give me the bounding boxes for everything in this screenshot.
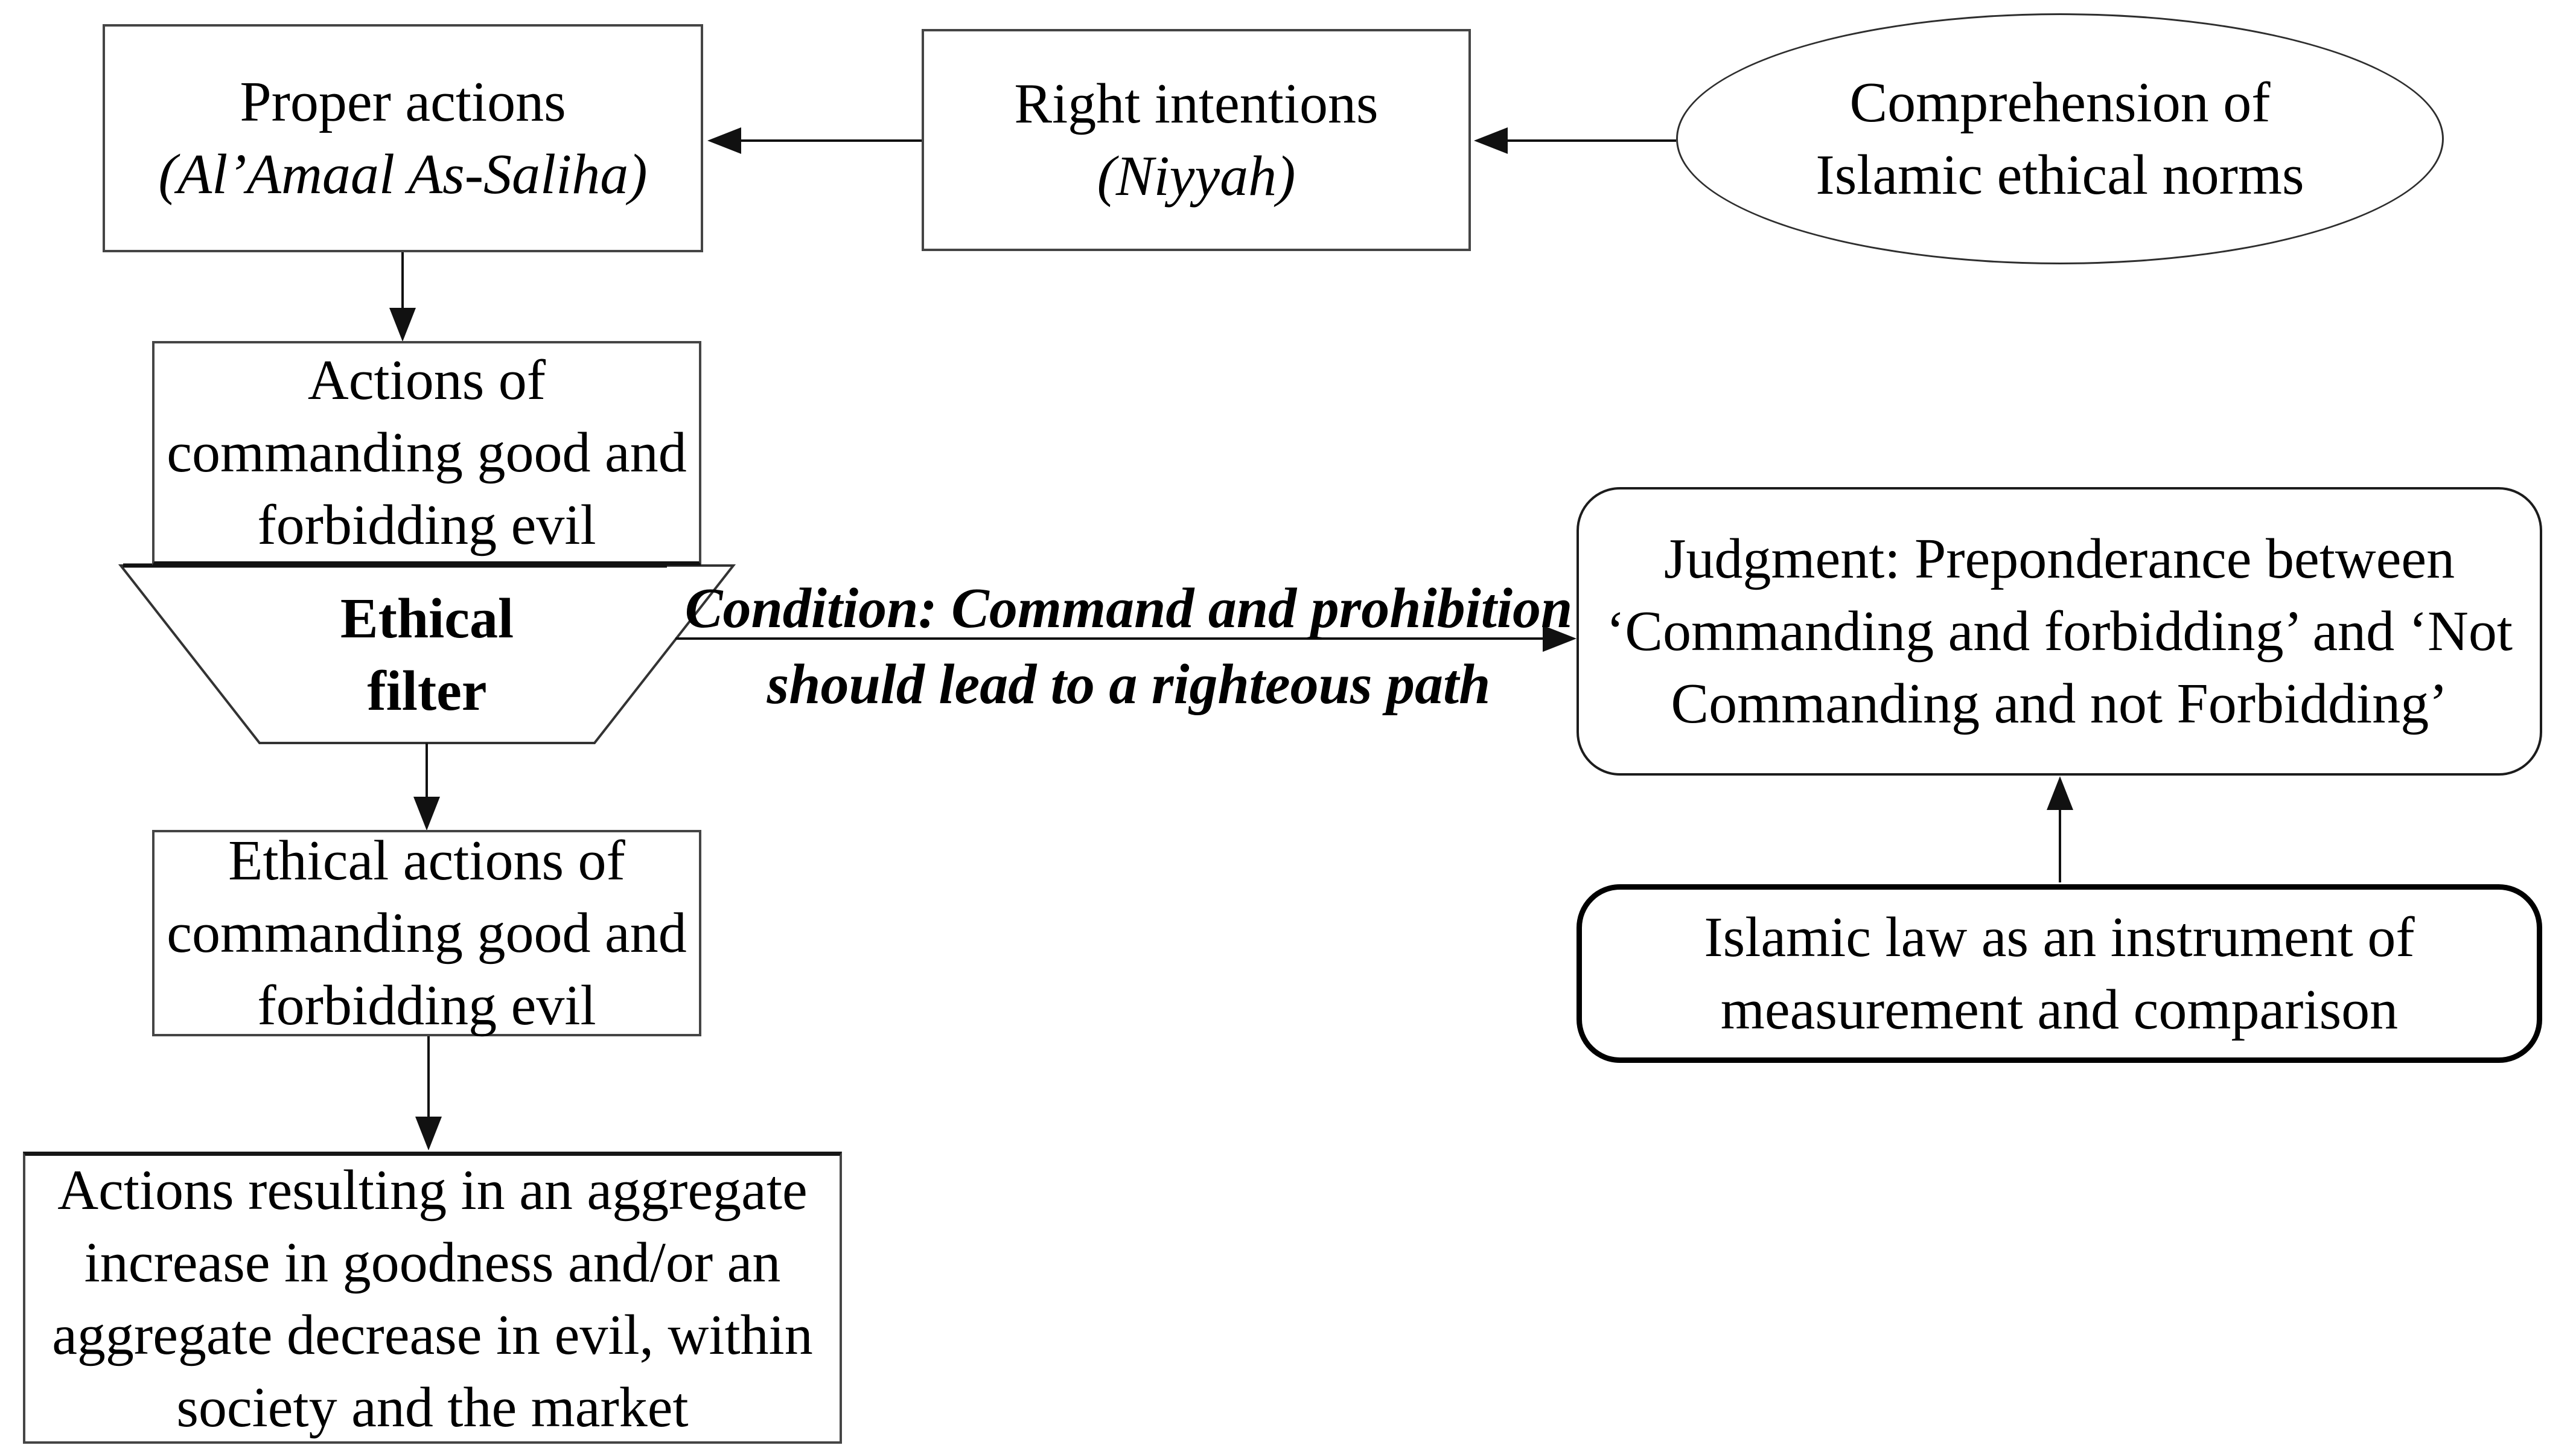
arrowhead-right-icon	[1543, 625, 1577, 652]
proper-actions-title: Proper actions	[240, 71, 566, 133]
node-right-intentions: Right intentions (Niyyah)	[922, 29, 1471, 251]
ethical-filter-label: Ethical filter	[340, 587, 514, 722]
actions-commanding-label: Actions of commanding good and forbiddin…	[167, 348, 687, 556]
node-aggregate-outcome: Actions resulting in an aggregate increa…	[23, 1152, 842, 1444]
judgment-label: Judgment: Preponderance between ‘Command…	[1606, 528, 2513, 735]
node-judgment: Judgment: Preponderance between ‘Command…	[1577, 487, 2542, 776]
condition-label-line1: Condition: Command and prohibition	[684, 577, 1573, 640]
node-comprehension-ellipse: Comprehension of Islamic ethical norms	[1676, 13, 2444, 264]
node-ethical-actions: Ethical actions of commanding good and f…	[152, 829, 701, 1037]
node-proper-actions: Proper actions (Al’Amaal As-Saliha)	[103, 24, 703, 252]
proper-actions-arabic-term: (Al’Amaal As-Saliha)	[158, 143, 648, 206]
ethical-actions-label: Ethical actions of commanding good and f…	[167, 829, 687, 1037]
arrowhead-left-icon	[1474, 127, 1508, 154]
right-intentions-title: Right intentions	[1014, 72, 1379, 135]
arrowhead-left-icon	[707, 127, 741, 154]
arrowhead-down-icon	[413, 797, 440, 831]
arrowhead-down-icon	[389, 308, 416, 342]
islamic-law-label: Islamic law as an instrument of measurem…	[1704, 906, 2415, 1041]
arrowhead-up-icon	[2047, 776, 2073, 810]
condition-label-line2: should lead to a righteous path	[767, 653, 1491, 716]
arrowhead-down-icon	[415, 1117, 442, 1150]
comprehension-label: Comprehension of Islamic ethical norms	[1816, 71, 2304, 206]
node-islamic-law: Islamic law as an instrument of measurem…	[1577, 884, 2542, 1063]
right-intentions-arabic-term: (Niyyah)	[1097, 145, 1296, 208]
node-actions-commanding: Actions of commanding good and forbiddin…	[152, 341, 701, 566]
aggregate-outcome-label: Actions resulting in an aggregate increa…	[52, 1158, 813, 1439]
